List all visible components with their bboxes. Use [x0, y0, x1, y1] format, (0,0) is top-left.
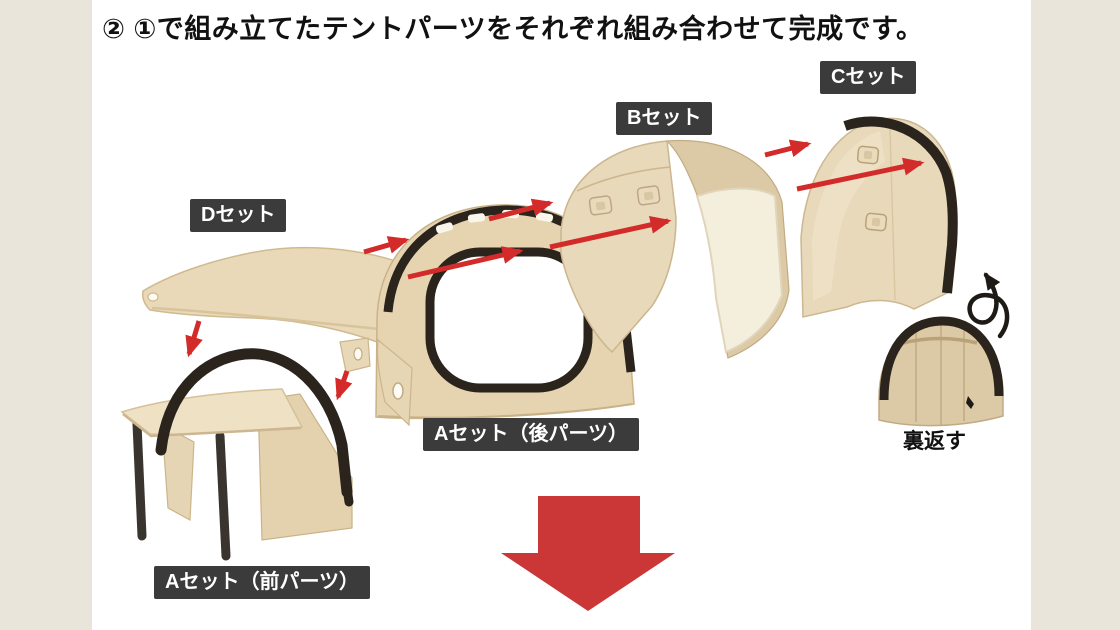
label-a-set-front: Aセット（前パーツ）	[154, 566, 371, 599]
brand-logo-icon	[966, 396, 974, 409]
next-step-arrow-icon	[501, 496, 675, 611]
arrow-d-to-a-rear	[363, 236, 410, 255]
label-a-set-rear: Aセット（後パーツ）	[423, 418, 640, 451]
part-flipped-tent	[878, 316, 1004, 427]
part-d-set-corner-tab	[376, 338, 413, 427]
part-c-set	[800, 116, 958, 318]
arrow-d-to-a-front-right	[335, 370, 353, 401]
label-d-set: Dセット	[190, 199, 287, 232]
arrow-through-a-rear	[407, 246, 524, 280]
arrow-a-rear-to-b	[488, 198, 554, 222]
flip-arrow-icon	[967, 272, 1010, 339]
arrow-through-c	[796, 157, 925, 192]
arrow-d-to-a-front-left	[185, 320, 203, 358]
arrow-to-b-panel	[549, 215, 672, 250]
label-b-set: Bセット	[616, 102, 713, 135]
part-b-set	[560, 139, 790, 359]
step-title: ② ①で組み立てたテントパーツをそれぞれ組み合わせて完成です。	[102, 14, 924, 44]
red-connection-arrows	[185, 139, 925, 401]
part-d-set-small-tab	[339, 337, 371, 373]
label-c-set: Cセット	[820, 61, 917, 94]
part-a-set-front	[120, 348, 354, 561]
arrow-b-to-c	[764, 139, 812, 158]
flip-note: 裏返す	[903, 430, 966, 453]
